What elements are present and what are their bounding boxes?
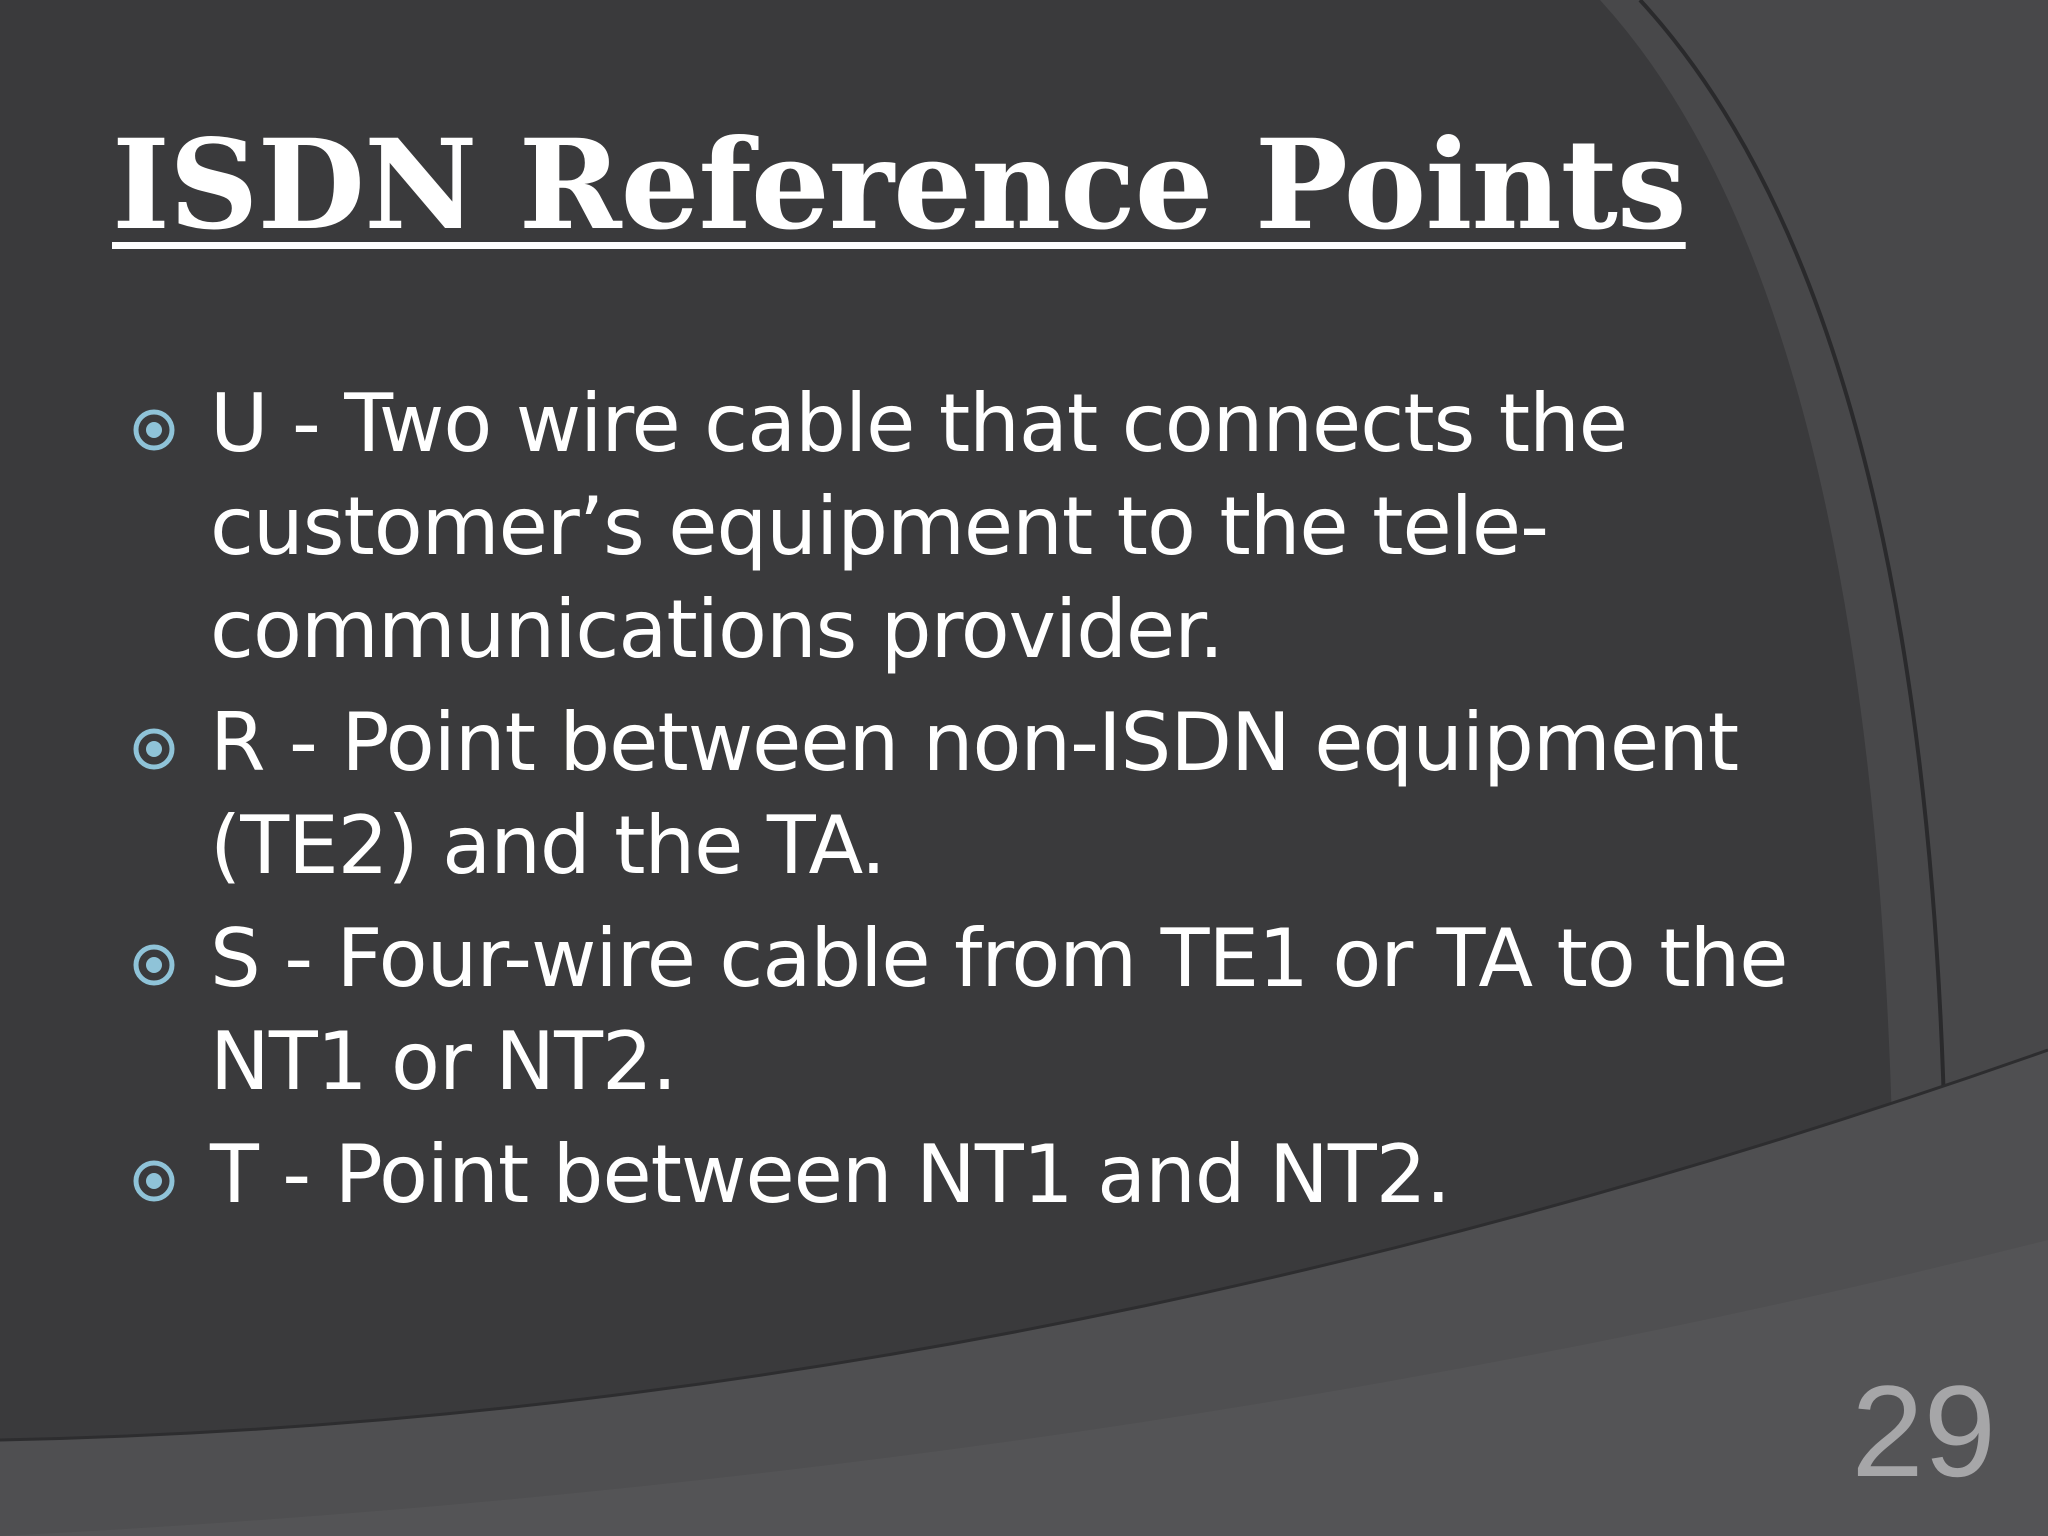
ring-bullet-icon bbox=[133, 944, 175, 986]
bullet-text: R - Point between non-ISDN equipment (TE… bbox=[210, 696, 1739, 892]
background-wave-bottom-light bbox=[0, 1240, 2048, 1536]
bullet-list: U - Two wire cable that connects the cus… bbox=[130, 372, 1810, 1236]
bullet-item-s: S - Four-wire cable from TE1 or TA to th… bbox=[130, 907, 1810, 1113]
ring-bullet-icon bbox=[133, 1160, 175, 1202]
background-wave-line bbox=[0, 1048, 2048, 1442]
bullet-text: T - Point between NT1 and NT2. bbox=[210, 1128, 1451, 1221]
ring-bullet-icon bbox=[133, 409, 175, 451]
bullet-text: U - Two wire cable that connects the cus… bbox=[210, 377, 1628, 676]
page-number: 29 bbox=[1851, 1358, 1996, 1504]
bullet-text: S - Four-wire cable from TE1 or TA to th… bbox=[210, 912, 1789, 1108]
slide-title: ISDN Reference Points bbox=[112, 113, 1687, 258]
bullet-item-u: U - Two wire cable that connects the cus… bbox=[130, 372, 1810, 681]
bullet-item-r: R - Point between non-ISDN equipment (TE… bbox=[130, 691, 1810, 897]
ring-bullet-icon bbox=[133, 728, 175, 770]
bullet-item-t: T - Point between NT1 and NT2. bbox=[130, 1123, 1810, 1226]
